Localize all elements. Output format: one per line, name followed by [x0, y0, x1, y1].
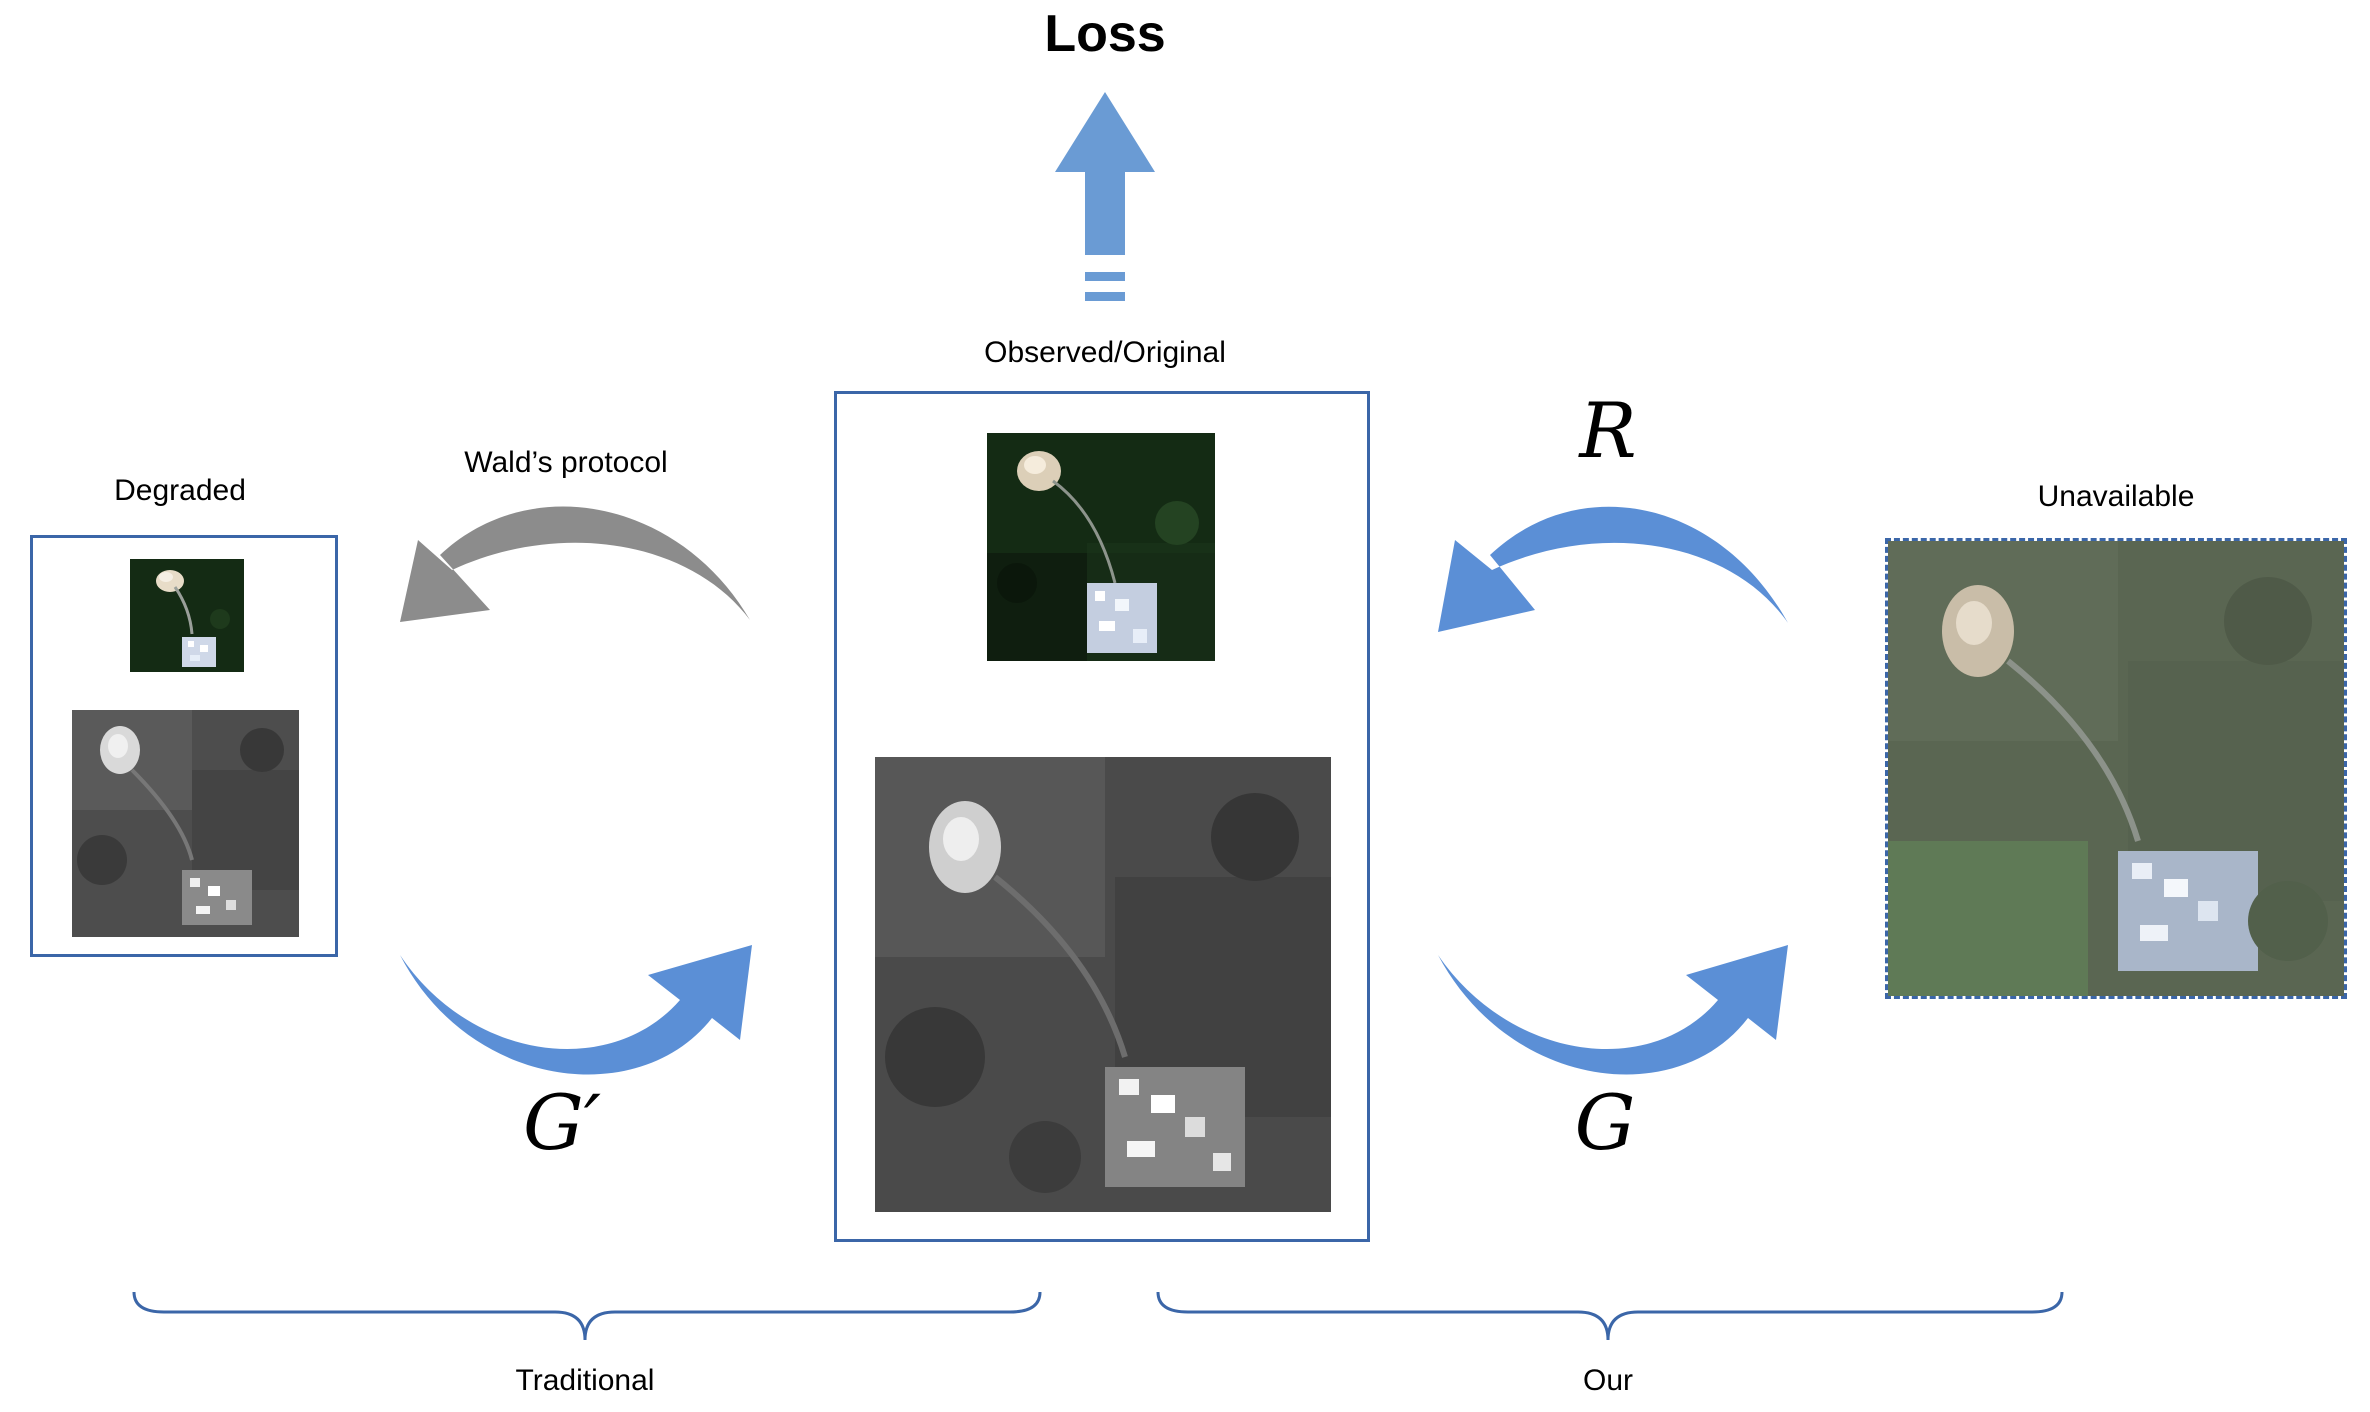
our-brace [1156, 1291, 2064, 1341]
unavailable-label: Unavailable [2037, 480, 2195, 513]
degraded-frame [30, 535, 338, 957]
operator-g: G [1574, 1078, 1636, 1167]
unavailable-hr-multispectral-image [1888, 541, 2344, 996]
g-prime-arrow [400, 945, 752, 1075]
operator-g-prime: G′ [523, 1078, 601, 1167]
operator-r: R [1579, 386, 1637, 475]
g-arrow [1438, 945, 1788, 1075]
unavailable-frame [1885, 538, 2347, 999]
observed-label: Observed/Original [984, 336, 1226, 369]
observed-multispectral-image [987, 433, 1215, 661]
degraded-panchromatic-image [72, 710, 299, 937]
traditional-brace [132, 1291, 1042, 1341]
loss-title: Loss [1044, 5, 1166, 63]
walds-protocol-arrow [400, 506, 750, 622]
r-arrow [1438, 506, 1788, 632]
degraded-multispectral-image [130, 559, 244, 672]
traditional-label: Traditional [515, 1364, 655, 1397]
our-label: Our [1582, 1364, 1634, 1397]
loss-up-arrow [1055, 92, 1155, 301]
walds-protocol-label: Wald’s protocol [464, 446, 668, 479]
observed-frame [834, 391, 1370, 1242]
degraded-label: Degraded [114, 474, 246, 507]
observed-panchromatic-image [875, 757, 1331, 1212]
